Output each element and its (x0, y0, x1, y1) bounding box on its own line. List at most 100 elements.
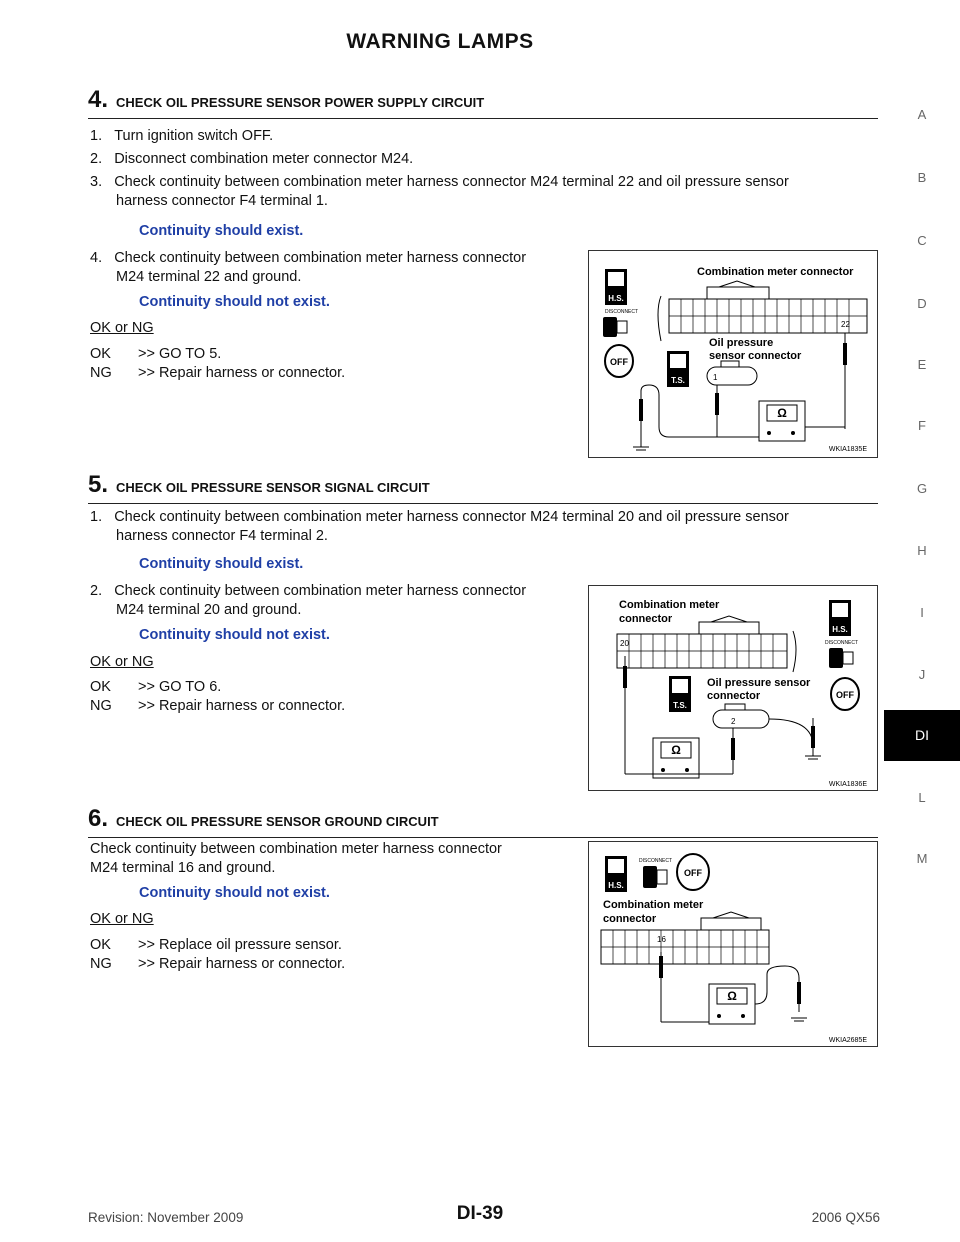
side-index-f[interactable]: F (918, 418, 926, 433)
ohmmeter-icon: Ω (708, 983, 756, 1025)
step6-heading: 6. CHECK OIL PRESSURE SENSOR GROUND CIRC… (88, 805, 878, 838)
svg-text:H.S.: H.S. (608, 294, 624, 303)
svg-text:OFF: OFF (836, 690, 854, 700)
step4-heading: 4. CHECK OIL PRESSURE SENSOR POWER SUPPL… (88, 86, 878, 119)
svg-text:H.S.: H.S. (832, 625, 848, 634)
step5-diagram: Combination meter connector 20 H.S. DISC… (588, 585, 878, 791)
svg-text:22: 22 (841, 320, 850, 329)
connector-label: Combination meter (619, 599, 720, 611)
svg-text:Ω: Ω (777, 406, 787, 420)
svg-text:DISCONNECT: DISCONNECT (605, 309, 638, 315)
step6-diagram: H.S. DISCONNECT OFF Combination meter co… (588, 841, 878, 1047)
step4-spec-2: Continuity should not exist. (139, 294, 330, 310)
ts-icon: T.S. (669, 676, 691, 712)
svg-text:connector: connector (707, 690, 761, 702)
side-index-a[interactable]: A (917, 107, 927, 122)
step5-spec-2: Continuity should not exist. (139, 627, 330, 643)
ignition-off-icon: OFF (604, 344, 634, 378)
disconnect-icon: DISCONNECT (603, 309, 638, 337)
ignition-off-icon: OFF (830, 677, 860, 711)
footer-model: 2006 QX56 (811, 1210, 880, 1225)
step6-title: CHECK OIL PRESSURE SENSOR GROUND CIRCUIT (116, 814, 439, 829)
step5-item-2-cont: M24 terminal 20 and ground. (116, 602, 302, 618)
svg-text:H.S.: H.S. (608, 881, 624, 890)
step6-item-1: Check continuity between combination met… (90, 841, 502, 857)
svg-text:Ω: Ω (727, 989, 737, 1003)
svg-text:20: 20 (620, 639, 629, 648)
side-index-b[interactable]: B (917, 170, 927, 185)
step4-diagram: H.S. DISCONNECT OFF Combination meter co… (588, 250, 878, 458)
step5-item-1: 1. Check continuity between combination … (90, 509, 789, 525)
step4-item-3: 3. Check continuity between combination … (90, 174, 789, 190)
svg-text:connector: connector (619, 613, 673, 625)
svg-text:connector: connector (603, 913, 657, 925)
step6-result-ok: OK>> Replace oil pressure sensor. (90, 937, 342, 953)
disconnect-icon: DISCONNECT (825, 640, 858, 668)
svg-text:Ω: Ω (671, 743, 681, 757)
side-index-m[interactable]: M (916, 851, 928, 866)
ohmmeter-icon: Ω (758, 400, 806, 442)
figure-code: WKIA1835E (829, 446, 867, 453)
step4-item-4-cont: M24 terminal 22 and ground. (116, 269, 302, 285)
step5-ok-or-ng: OK or NG (90, 654, 154, 670)
step4-result-ok: OK>> GO TO 5. (90, 346, 222, 362)
step5-number: 5. (88, 471, 109, 498)
side-index-g[interactable]: G (916, 481, 928, 496)
connector-label: Combination meter (603, 899, 704, 911)
step5-item-1-cont: harness connector F4 terminal 2. (116, 528, 328, 544)
step4-item-1: 1. Turn ignition switch OFF. (90, 128, 274, 144)
step4-item-3-cont: harness connector F4 terminal 1. (116, 193, 328, 209)
step6-result-ng: NG>> Repair harness or connector. (90, 956, 346, 972)
svg-text:T.S.: T.S. (671, 376, 685, 385)
footer-revision: Revision: November 2009 (88, 1210, 244, 1225)
step4-item-2: 2. Disconnect combination meter connecto… (90, 151, 414, 167)
step6-number: 6. (88, 805, 109, 832)
ohmmeter-icon: Ω (652, 737, 700, 779)
side-index-d[interactable]: D (917, 296, 927, 311)
svg-text:DISCONNECT: DISCONNECT (639, 858, 672, 864)
sensor-label: Oil pressure sensor (707, 677, 811, 689)
side-index-e[interactable]: E (917, 357, 927, 372)
side-index-c[interactable]: C (917, 233, 927, 248)
step5-result-ng: NG>> Repair harness or connector. (90, 698, 346, 714)
step4-title: CHECK OIL PRESSURE SENSOR POWER SUPPLY C… (116, 95, 485, 110)
hs-icon: H.S. (605, 269, 627, 305)
hs-icon: H.S. (605, 856, 627, 892)
step4-result-ng: NG>> Repair harness or connector. (90, 365, 346, 381)
step5-result-ok: OK>> GO TO 6. (90, 679, 222, 695)
ignition-off-icon: OFF (676, 853, 710, 891)
step5-title: CHECK OIL PRESSURE SENSOR SIGNAL CIRCUIT (116, 480, 430, 495)
ts-icon: T.S. (667, 351, 689, 387)
side-index-j[interactable]: J (918, 667, 926, 682)
connector-pins (669, 299, 867, 333)
svg-text:T.S.: T.S. (673, 701, 687, 710)
sensor-label: Oil pressure (709, 337, 773, 349)
step4-ok-or-ng: OK or NG (90, 320, 154, 336)
side-index-di[interactable]: DI (884, 710, 960, 761)
figure-code: WKIA1836E (829, 781, 867, 788)
hs-icon: H.S. (829, 600, 851, 636)
step6-spec-1: Continuity should not exist. (139, 885, 330, 901)
step4-spec-1: Continuity should exist. (139, 223, 304, 239)
step6-item-1-cont: M24 terminal 16 and ground. (90, 860, 276, 876)
disconnect-icon: DISCONNECT (639, 858, 672, 888)
svg-text:OFF: OFF (610, 357, 628, 367)
svg-text:OFF: OFF (684, 868, 702, 878)
step5-item-2: 2. Check continuity between combination … (90, 583, 527, 599)
side-index-l[interactable]: L (918, 790, 926, 805)
step4-number: 4. (88, 86, 109, 113)
page-title: WARNING LAMPS (346, 30, 534, 53)
step4-item-4: 4. Check continuity between combination … (90, 250, 527, 266)
connector-pins (601, 930, 769, 964)
step6-ok-or-ng: OK or NG (90, 911, 154, 927)
svg-text:DISCONNECT: DISCONNECT (825, 640, 858, 646)
svg-text:1: 1 (713, 373, 718, 382)
figure-code: WKIA2685E (829, 1037, 867, 1044)
side-index-h[interactable]: H (917, 543, 927, 558)
side-index-i[interactable]: I (920, 605, 924, 620)
step5-heading: 5. CHECK OIL PRESSURE SENSOR SIGNAL CIRC… (88, 471, 878, 504)
svg-text:16: 16 (657, 935, 666, 944)
footer-page-number: DI-39 (456, 1203, 504, 1224)
connector-pins (617, 634, 787, 668)
svg-text:sensor connector: sensor connector (709, 350, 802, 362)
